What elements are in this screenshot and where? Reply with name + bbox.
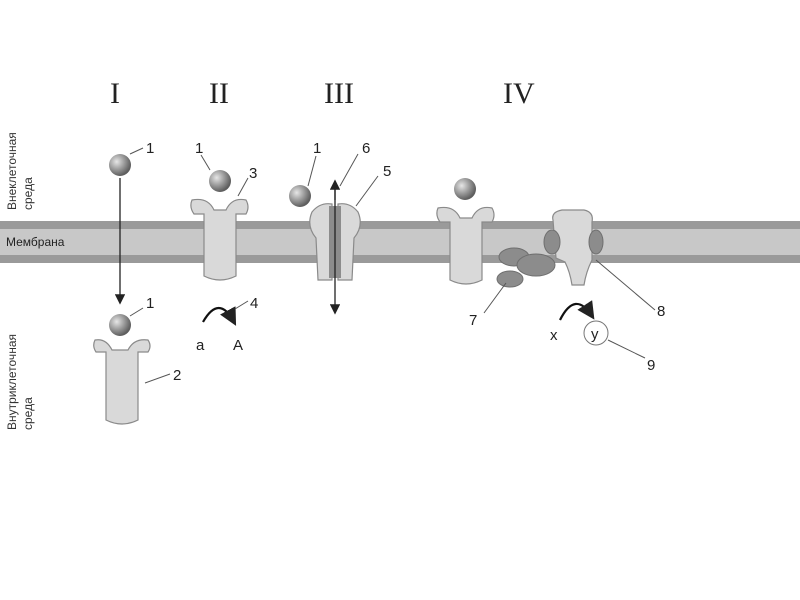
membrane-inner-edge <box>0 255 800 263</box>
label-number: 8 <box>657 303 665 320</box>
g-protein <box>496 247 556 288</box>
section-numeral-2: II <box>209 77 229 110</box>
label-number: 5 <box>383 163 391 180</box>
leader-line <box>339 153 359 187</box>
label-number: 1 <box>146 140 154 157</box>
leader-line <box>307 155 317 187</box>
label-number: 1 <box>146 295 154 312</box>
effector-enzyme-left-lobe <box>543 229 561 255</box>
label-number: 2 <box>173 367 181 384</box>
extracellular-label-line2: среда <box>21 177 35 210</box>
membrane-receptor <box>190 198 249 281</box>
leader-line <box>607 339 646 359</box>
intracellular-label-line2: среда <box>21 397 35 430</box>
second-messenger-circle <box>583 320 609 346</box>
leader-line <box>237 177 249 197</box>
label-number: 9 <box>647 357 655 374</box>
effector-enzyme <box>543 209 604 286</box>
label-number: 7 <box>469 312 477 329</box>
ligand-molecule <box>209 170 231 192</box>
ion-channel-right-subunit <box>337 203 361 281</box>
section-4: x y 7 8 9 <box>436 178 665 374</box>
section-2: 1 3 a A 4 <box>190 140 258 354</box>
g-protein-coupled-receptor <box>436 206 495 285</box>
label-number: 4 <box>250 295 258 312</box>
leader-line <box>200 154 211 171</box>
leader-line <box>234 300 249 310</box>
g-protein-subunit <box>516 253 556 277</box>
label-number: 1 <box>313 140 321 157</box>
conversion-arrow <box>559 300 595 321</box>
section-3: 1 6 5 <box>289 140 391 315</box>
membrane-label: Мембрана <box>6 235 65 249</box>
section-numeral-1: I <box>110 77 120 110</box>
label-number: 3 <box>249 165 257 182</box>
intracellular-receptor <box>93 339 151 425</box>
label-number: 1 <box>195 140 203 157</box>
leader-line <box>595 259 656 311</box>
ligand-molecule <box>454 178 476 200</box>
leader-line <box>144 373 171 384</box>
leader-line <box>355 175 379 207</box>
leader-line <box>129 147 144 155</box>
membrane-outer-edge <box>0 221 800 229</box>
section-1: 1 1 2 <box>93 140 181 425</box>
ligand-molecule <box>109 154 131 176</box>
product-label: A <box>233 337 243 354</box>
effector-enzyme-body <box>552 209 593 286</box>
ligand-molecule <box>289 185 311 207</box>
conversion-arrow <box>202 306 237 326</box>
g-protein-subunit <box>496 270 524 288</box>
ligand-molecule <box>109 314 131 336</box>
membrane-core <box>0 229 800 255</box>
intracellular-label-line1: Внутриклеточная <box>5 334 19 430</box>
reactant-label: x <box>550 327 558 344</box>
product-label: y <box>591 326 599 343</box>
leader-line <box>483 282 507 314</box>
extracellular-label-line1: Внеклеточная <box>5 132 19 210</box>
label-number: 6 <box>362 140 370 157</box>
membrane: Мембрана <box>0 221 800 263</box>
section-numeral-4: IV <box>503 77 535 110</box>
effector-enzyme-right-lobe <box>588 229 604 255</box>
leader-line <box>129 307 144 317</box>
section-numeral-3: III <box>324 77 354 110</box>
ion-channel-left-subunit <box>309 203 333 281</box>
reactant-label: a <box>196 337 205 354</box>
